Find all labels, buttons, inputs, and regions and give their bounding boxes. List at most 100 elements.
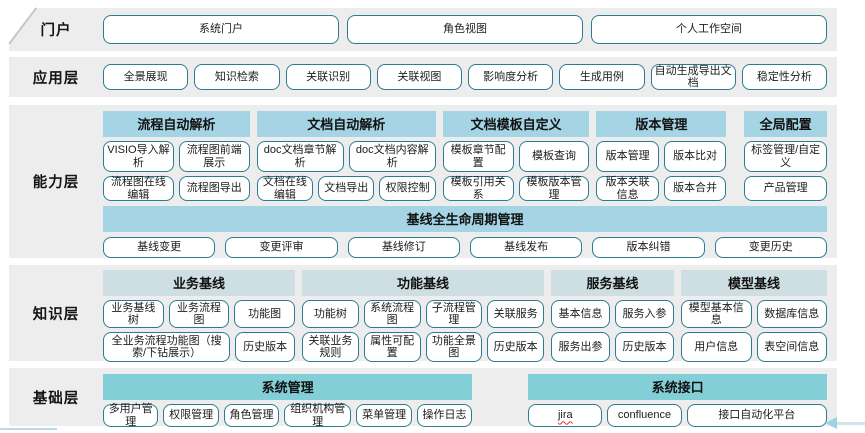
box-label: 文档在线编辑 [262,176,307,201]
diagram-box: 角色视图 [347,15,583,44]
diagram-box: 历史版本 [615,332,674,362]
diagram-box: 关联识别 [285,64,371,90]
baseline-items: 基线变更变更评审基线修订基线发布版本纠错变更历史 [103,237,827,258]
box-label: 模板引用关系 [450,176,506,201]
diagram-box: 功能图 [234,300,296,328]
diagram-box: jira [528,404,603,427]
box-label: 标签管理/自定义 [751,144,821,169]
diagram-box: 角色管理 [223,404,280,427]
diagram-group: 全局配置标签管理/自定义产品管理 [744,111,827,201]
box-label: 服务入参 [622,307,667,320]
diagram-box: 模型基本信息 [681,300,752,328]
group-row: 关联业务规则属性可配置功能全景图 历史版本 [302,332,544,362]
diagram-box: doc文档章节解析 [256,141,344,172]
box-label: 多用户管理 [108,403,153,428]
box-label: 版本关联信息 [605,176,650,201]
diagram-box: 流程图前端展示 [178,141,250,172]
bottom-left-accent-line [0,428,57,430]
box-label: 知识检索 [214,70,259,83]
diagram-box: 标签管理/自定义 [744,141,827,172]
diagram-box: 模板章节配置 [442,141,514,172]
diagram-box: confluence [607,404,682,427]
box-label: confluence [617,409,672,422]
box-label: 模板章节配置 [450,144,506,169]
diagram-box: 菜单管理 [356,404,412,427]
diagram-box: 影响度分析 [468,64,554,90]
box-label: 功能树 [313,307,347,320]
diagram-box: 关联视图 [376,64,462,90]
diagram-group: 模型基线模型基本信息数据库信息用户信息表空间信息 [681,270,827,362]
box-label: 文档导出 [324,182,369,195]
diagram-box: 变更评审 [225,237,338,258]
diagram-box: 全景展现 [103,64,189,90]
knowledge-content: 业务基线业务基线树业务流程图功能图全业务流程功能图（搜索/下钻展示）历史版本功能… [103,265,837,362]
group-header: 功能基线 [302,270,544,296]
diagram-box: 权限控制 [379,176,436,201]
box-label: 全业务流程功能图（搜索/下钻展示） [111,334,222,359]
box-label: 版本合并 [673,182,718,195]
diagram-box: 稳定性分析 [741,64,827,90]
group-header: 流程自动解析 [103,111,250,137]
diagram-box: 业务基线树 [103,300,164,328]
box-label: 功能全景图 [431,334,476,359]
box-label: 角色管理 [229,409,274,422]
layer-label-portal: 门户 [40,23,72,39]
diagram-box: 子流程管理 [425,300,483,328]
diagram-box: 全业务流程功能图（搜索/下钻展示） [103,332,231,362]
diagram-box: 基本信息 [551,300,610,328]
box-label: 流程图前端展示 [186,144,242,169]
box-label: 生成用例 [579,70,624,83]
band-portal: 门户 系统门户角色视图个人工作空间 [9,8,837,51]
diagram-box: 产品管理 [744,176,827,201]
diagram-box: 表空间信息 [756,332,827,362]
box-label: 业务基线树 [111,301,156,326]
box-label: 数据库信息 [764,307,820,320]
box-label: 业务流程图 [177,301,221,326]
box-label: 用户信息 [694,340,739,353]
diagram-box: 版本关联信息 [596,176,659,201]
diagram-box: 关联业务规则 [302,332,359,362]
box-label: 模板版本管理 [526,176,582,201]
portal-content: 系统门户角色视图个人工作空间 [103,8,837,51]
diagram-box: 接口自动化平台 [686,404,827,427]
box-label: 模板查询 [532,150,576,163]
box-label: 关联视图 [397,70,442,83]
box-label: 权限控制 [385,182,430,195]
left-arrow-shaft [836,422,865,425]
box-label: 表空间信息 [764,340,820,353]
group-row: 模板章节配置 模板查询 [442,141,590,172]
diagram-box: 模板引用关系 [442,176,514,201]
diagram-box: 基线发布 [469,237,583,258]
box-label: 接口自动化平台 [718,409,796,422]
group-row: 模板引用关系模板版本管理 [442,176,590,201]
layer-label-foundation: 基础层 [32,390,80,407]
diagram-box: 系统门户 [103,15,339,44]
diagram-box: 基线变更 [103,237,216,258]
diagram-box: 关联服务 [487,300,544,328]
box-label: 基线修订 [381,241,426,254]
group-row: 全业务流程功能图（搜索/下钻展示）历史版本 [103,332,295,362]
box-label: 系统流程图 [370,301,415,326]
diagram-box: 版本比对 [663,141,727,172]
layer-label-capability: 能力层 [32,175,80,191]
box-label: 角色视图 [443,23,487,36]
box-label: 稳定性分析 [756,70,812,83]
group-header: 全局配置 [744,111,827,137]
group-row: 版本关联信息 版本合并 [596,176,727,201]
box-label: 历史版本 [493,340,538,353]
diagram-box: 版本纠错 [592,237,705,258]
box-label: 服务出参 [558,340,603,353]
band-knowledge: 知识层 业务基线业务基线树业务流程图功能图全业务流程功能图（搜索/下钻展示）历史… [9,265,837,362]
group-row: 多用户管理权限管理角色管理组织机构管理菜单管理操作日志 [103,403,473,428]
diagram-box: 权限管理 [163,404,219,427]
box-label: 关联业务规则 [308,334,353,359]
diagram-box: 属性可配置 [363,332,421,362]
box-label: doc文档章节解析 [263,144,337,169]
